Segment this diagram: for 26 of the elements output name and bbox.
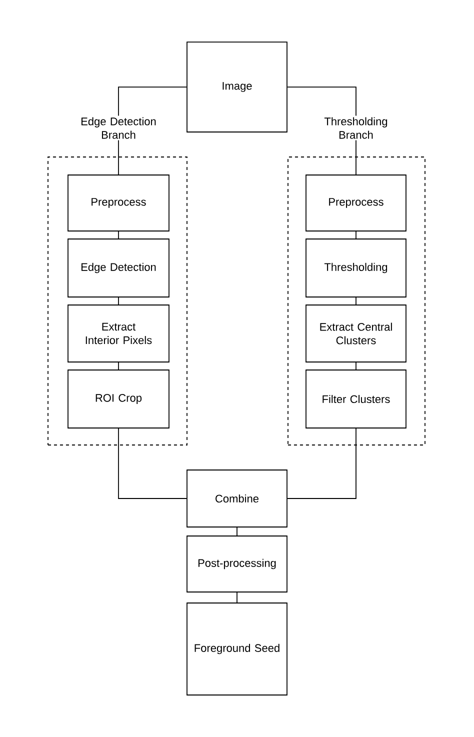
process-box: ROI Crop <box>68 370 170 428</box>
connector-line <box>118 140 119 175</box>
process-box: Extract Central Clusters <box>306 304 406 362</box>
process-box: Image <box>186 42 288 132</box>
connector-line <box>287 428 356 499</box>
connector-line <box>287 86 356 116</box>
connector-line <box>118 231 119 239</box>
connector-line <box>118 428 187 499</box>
connector-line <box>118 86 187 116</box>
process-box: Filter Clusters <box>306 370 406 428</box>
process-box: Post-processing <box>186 536 288 592</box>
connector-line <box>236 527 238 536</box>
connector-line <box>118 362 119 370</box>
connector-line <box>236 592 238 603</box>
process-box: Combine <box>186 470 288 528</box>
branch-label: Thresholding Branch <box>324 117 388 139</box>
process-box: Thresholding <box>306 238 406 298</box>
process-box: Preprocess <box>68 174 170 232</box>
process-box: Preprocess <box>306 174 406 232</box>
process-box: Foreground Seed <box>186 602 288 696</box>
process-box: Extract Interior Pixels <box>68 304 170 362</box>
process-box: Edge Detection <box>68 238 170 298</box>
connector-line <box>118 297 119 305</box>
dashed-group-box <box>288 156 426 446</box>
branch-label: Edge Detection Branch <box>82 117 156 139</box>
dashed-group-box <box>48 156 188 446</box>
